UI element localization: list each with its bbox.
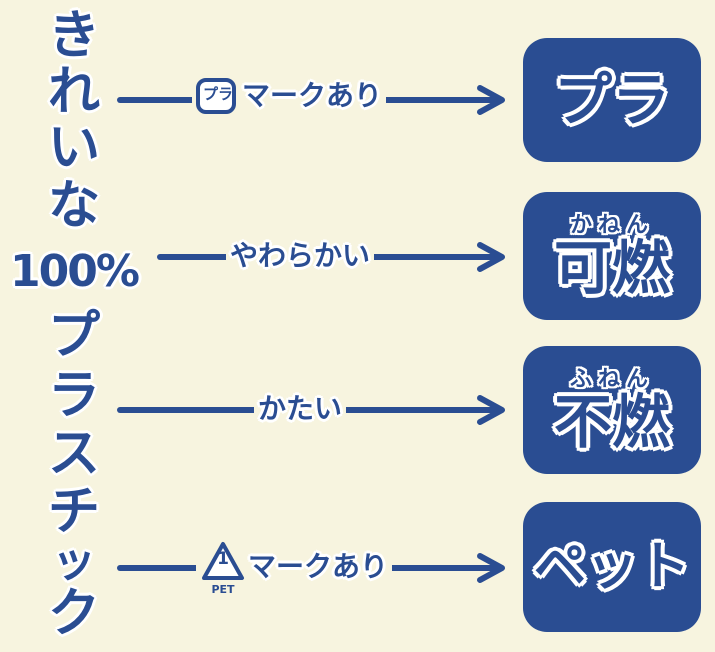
row-label-soft: やわらかい [226,242,375,270]
title-char: い [47,118,100,178]
title-char: プ [47,306,100,366]
title-char: ク [47,584,100,644]
pet-recycle-mark-icon: 1 PET [200,540,246,596]
title-char: ッ [52,536,96,587]
title-char: ス [47,424,100,484]
arrowhead-1 [477,85,505,115]
result-text: プラ [553,66,670,134]
result-text: ペット [533,537,690,597]
row-label-hard: かたい [254,395,347,423]
title-char: チ [47,482,100,542]
result-box-combustible: かねん 可燃 [523,192,701,320]
arrowhead-3 [477,395,505,425]
result-ruby: かねん [569,213,654,238]
result-box-noncombustible: ふねん 不燃 [523,346,701,474]
vertical-title: き れ い な 100% プ ラ ス チ ッ ク [8,10,140,645]
result-ruby: ふねん [569,367,654,392]
row-label-text: マークあり [248,550,389,583]
row-label-pet-mark: 1 PET マークあり [196,540,393,596]
arrowhead-4 [477,553,505,583]
row-label-text: マークあり [242,79,383,112]
title-char-100-percent: 100% [10,246,140,297]
title-char: ラ [47,366,100,426]
result-box-pet: ペット [523,502,701,632]
pla-recycle-mark-icon: プラ [196,78,240,116]
arrowhead-2 [477,242,505,272]
result-text: 可燃 [553,234,670,302]
result-box-pla: プラ [523,38,701,162]
title-char: れ [47,62,100,122]
row-label-pla-mark: プラ マークあり [192,78,387,116]
result-text: 不燃 [553,388,670,456]
title-char: き [47,6,100,66]
title-char: な [47,176,100,236]
